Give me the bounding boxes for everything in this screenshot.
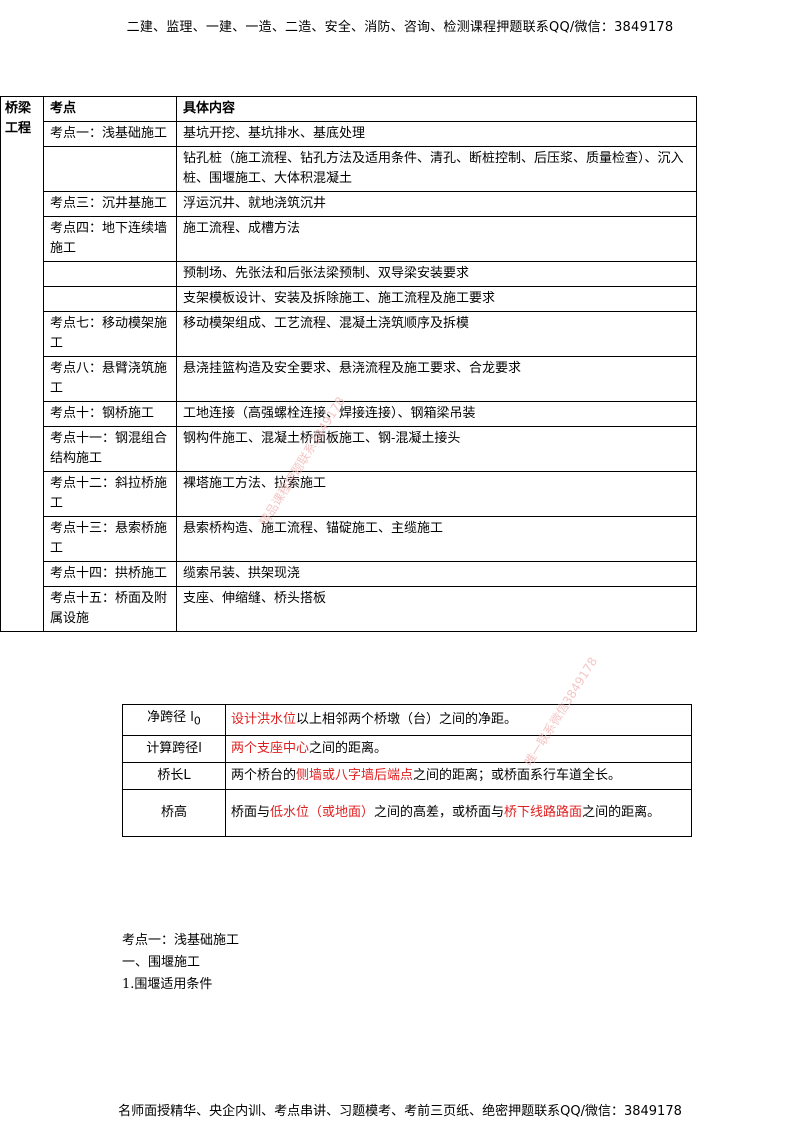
content-cell: 施工流程、成槽方法 [176,216,697,262]
table-row: 考点三：沉井基施工浮运沉井、就地浇筑沉井 [1,191,697,217]
point-cell [43,286,177,312]
definition-text: 之间的距离。 [582,804,661,820]
term-definition: 两个桥台的侧墙或八字墙后端点之间的距离；或桥面系行车道全长。 [225,761,692,790]
table-row: 考点十二：斜拉桥施工裸塔施工方法、拉索施工 [1,471,697,517]
table-row: 考点一：浅基础施工基坑开挖、基坑排水、基底处理 [1,121,697,147]
page-footer: 名师面授精华、央企内训、考点串讲、习题模考、考前三页纸、绝密押题联系QQ/微信：… [118,1104,682,1119]
point-cell: 考点四：地下连续墙施工 [43,216,177,262]
content-cell: 支架模板设计、安装及拆除施工、施工流程及施工要求 [176,286,697,312]
point-cell: 考点十三：悬索桥施工 [43,516,177,562]
table-row: 考点十：钢桥施工工地连接（高强螺栓连接、焊接连接）、钢箱梁吊装 [1,401,697,427]
term-label: 计算跨径l [146,740,202,756]
definition-text: 以上相邻两个桥墩（台）之间的净距。 [296,711,518,727]
table-row: 钻孔桩（施工流程、钻孔方法及适用条件、清孔、断桩控制、后压浆、质量检查）、沉入桩… [1,146,697,192]
highlight-text: 侧墙或八字墙后端点 [296,767,414,783]
point-cell: 考点十二：斜拉桥施工 [43,471,177,517]
table-row: 支架模板设计、安装及拆除施工、施工流程及施工要求 [1,286,697,312]
term-row: 桥高 桥面与低水位（或地面）之间的高差，或桥面与桥下线路路面之间的距离。 [122,788,692,837]
category-cell: 桥梁工程 [0,96,44,632]
term-row: 桥长L 两个桥台的侧墙或八字墙后端点之间的距离；或桥面系行车道全长。 [122,761,692,790]
definition-text: 之间的距离。 [309,740,388,756]
content-cell: 裸塔施工方法、拉索施工 [176,471,697,517]
section-item: 1.围堰适用条件 [122,977,213,992]
term-name: 桥长L [122,761,226,790]
point-cell: 考点十一：钢混组合结构施工 [43,426,177,472]
term-label: 净跨径 l [147,710,194,725]
table-header-row: 桥梁工程考点具体内容 [0,96,697,632]
term-definition: 设计洪水位以上相邻两个桥墩（台）之间的净距。 [225,704,692,736]
point-cell [43,146,177,192]
content-cell: 支座、伸缩缝、桥头搭板 [176,586,697,632]
highlight-text: 设计洪水位 [231,711,297,727]
highlight-text: 两个支座中心 [231,740,310,756]
content-cell: 缆索吊装、拱架现浇 [176,561,697,587]
table-row: 考点十一：钢混组合结构施工钢构件施工、混凝土桥面板施工、钢-混凝土接头 [1,426,697,472]
content-cell: 钢构件施工、混凝土桥面板施工、钢-混凝土接头 [176,426,697,472]
point-cell: 考点八：悬臂浇筑施工 [43,356,177,402]
highlight-text: 桥下线路路面 [504,804,583,820]
point-cell: 考点七：移动模架施工 [43,311,177,357]
definition-text: 桥面与 [231,804,271,820]
bridge-topics-table: 桥梁工程考点具体内容考点一：浅基础施工基坑开挖、基坑排水、基底处理钻孔桩（施工流… [0,96,697,632]
table-row: 考点十四：拱桥施工缆索吊装、拱架现浇 [1,561,697,587]
table-row: 预制场、先张法和后张法梁预制、双导梁安装要求 [1,261,697,287]
table-row: 考点七：移动模架施工移动模架组成、工艺流程、混凝土浇筑顺序及拆模 [1,311,697,357]
section-heading: 考点一：浅基础施工 [122,933,240,948]
point-cell: 考点十：钢桥施工 [43,401,177,427]
term-name: 净跨径 l0 [122,704,226,736]
definition-text: 之间的高差，或桥面与 [374,804,505,820]
term-definition: 桥面与低水位（或地面）之间的高差，或桥面与桥下线路路面之间的距离。 [225,788,692,837]
header-points: 考点 [43,96,177,122]
term-subscript: 0 [193,714,201,728]
content-cell: 悬浇挂篮构造及安全要求、悬浇流程及施工要求、合龙要求 [176,356,697,402]
table-row: 考点十三：悬索桥施工悬索桥构造、施工流程、锚碇施工、主缆施工 [1,516,697,562]
term-label: 桥长L [157,767,191,783]
term-definition: 两个支座中心之间的距离。 [225,734,692,763]
term-row: 计算跨径l 两个支座中心之间的距离。 [122,734,692,763]
section-subheading: 一、围堰施工 [122,955,201,970]
content-cell: 工地连接（高强螺栓连接、焊接连接）、钢箱梁吊装 [176,401,697,427]
point-cell [43,261,177,287]
point-cell: 考点三：沉井基施工 [43,191,177,217]
content-cell: 移动模架组成、工艺流程、混凝土浇筑顺序及拆模 [176,311,697,357]
definition-text: 之间的距离；或桥面系行车道全长。 [413,767,622,783]
table-row: 考点八：悬臂浇筑施工悬浇挂篮构造及安全要求、悬浇流程及施工要求、合龙要求 [1,356,697,402]
content-cell: 预制场、先张法和后张法梁预制、双导梁安装要求 [176,261,697,287]
header-content: 具体内容 [176,96,697,122]
content-cell: 浮运沉井、就地浇筑沉井 [176,191,697,217]
table-row: 考点四：地下连续墙施工施工流程、成槽方法 [1,216,697,262]
term-name: 桥高 [122,788,226,837]
term-label: 桥高 [160,804,187,820]
content-cell: 基坑开挖、基坑排水、基底处理 [176,121,697,147]
page-header: 二建、监理、一建、一造、二造、安全、消防、咨询、检测课程押题联系QQ/微信：38… [126,20,674,35]
term-name: 计算跨径l [122,734,226,763]
point-cell: 考点一：浅基础施工 [43,121,177,147]
content-cell: 悬索桥构造、施工流程、锚碇施工、主缆施工 [176,516,697,562]
point-cell: 考点十四：拱桥施工 [43,561,177,587]
content-cell: 钻孔桩（施工流程、钻孔方法及适用条件、清孔、断桩控制、后压浆、质量检查）、沉入桩… [176,146,697,192]
point-cell: 考点十五：桥面及附属设施 [43,586,177,632]
definition-text: 两个桥台的 [231,767,297,783]
highlight-text: 低水位（或地面） [270,804,375,820]
table-row: 考点十五：桥面及附属设施支座、伸缩缝、桥头搭板 [1,586,697,632]
